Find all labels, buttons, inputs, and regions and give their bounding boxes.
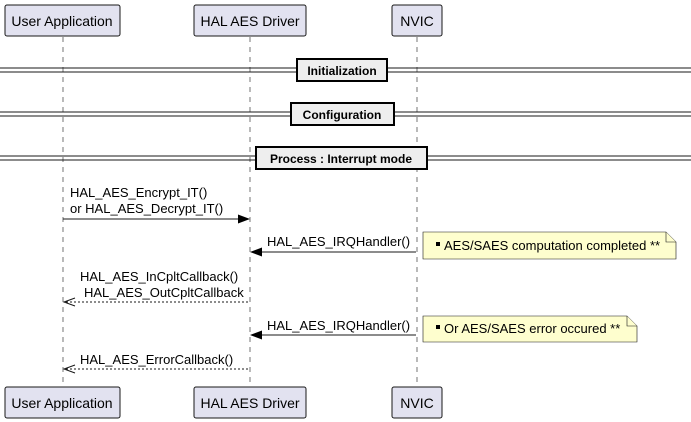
message-decrypt-label: or HAL_AES_Decrypt_IT() bbox=[70, 201, 223, 216]
participant-user-bottom: User Application bbox=[4, 386, 121, 419]
participant-nvic-bottom: NVIC bbox=[391, 386, 443, 419]
note-error-occured: Or AES/SAES error occured ** bbox=[422, 315, 638, 343]
participant-user-label: User Application bbox=[11, 395, 112, 411]
participant-nvic-top: NVIC bbox=[391, 4, 443, 37]
message-cplt-callbacks: HAL_AES_InCpltCallback() HAL_AES_OutCplt… bbox=[62, 269, 250, 307]
divider-process-label: Process : Interrupt mode bbox=[270, 152, 412, 166]
open-arrowhead-left bbox=[62, 364, 76, 374]
divider-initialization-label: Initialization bbox=[307, 64, 376, 78]
participant-hal-label: HAL AES Driver bbox=[200, 13, 299, 29]
note-bullet-icon bbox=[436, 242, 440, 246]
participant-nvic-label: NVIC bbox=[400, 395, 433, 411]
participant-hal-top: HAL AES Driver bbox=[193, 4, 307, 37]
note-computation-text: AES/SAES computation completed ** bbox=[444, 238, 660, 253]
note-bullet-icon bbox=[436, 325, 440, 329]
message-irq-handler-1-label: HAL_AES_IRQHandler() bbox=[267, 234, 410, 249]
note-computation-completed: AES/SAES computation completed ** bbox=[422, 231, 677, 260]
participant-hal-bottom: HAL AES Driver bbox=[193, 386, 307, 419]
divider-configuration-label: Configuration bbox=[303, 108, 382, 122]
divider-process-interrupt: Process : Interrupt mode bbox=[0, 146, 691, 170]
arrowhead-left bbox=[250, 247, 262, 257]
divider-configuration: Configuration bbox=[0, 102, 691, 126]
message-incplt-label: HAL_AES_InCpltCallback() bbox=[80, 269, 238, 284]
message-error-callback-label: HAL_AES_ErrorCallback() bbox=[80, 352, 233, 367]
message-encrypt-label: HAL_AES_Encrypt_IT() bbox=[70, 185, 207, 200]
participant-nvic-label: NVIC bbox=[400, 13, 433, 29]
message-error-callback: HAL_AES_ErrorCallback() bbox=[62, 352, 250, 374]
divider-initialization: Initialization bbox=[0, 58, 691, 82]
message-outcplt-label: HAL_AES_OutCpltCallback bbox=[84, 285, 244, 300]
participant-hal-label: HAL AES Driver bbox=[200, 395, 299, 411]
participant-user-top: User Application bbox=[4, 4, 121, 37]
message-irq-handler-2-label: HAL_AES_IRQHandler() bbox=[267, 318, 410, 333]
message-encrypt-decrypt-it: HAL_AES_Encrypt_IT() or HAL_AES_Decrypt_… bbox=[63, 185, 250, 224]
open-arrowhead-left bbox=[62, 297, 76, 307]
message-irq-handler-1: HAL_AES_IRQHandler() bbox=[250, 234, 416, 257]
note-error-text: Or AES/SAES error occured ** bbox=[444, 321, 620, 336]
arrowhead-left bbox=[250, 330, 262, 340]
arrowhead-right bbox=[238, 214, 250, 224]
participant-user-label: User Application bbox=[11, 13, 112, 29]
message-irq-handler-2: HAL_AES_IRQHandler() bbox=[250, 318, 416, 340]
